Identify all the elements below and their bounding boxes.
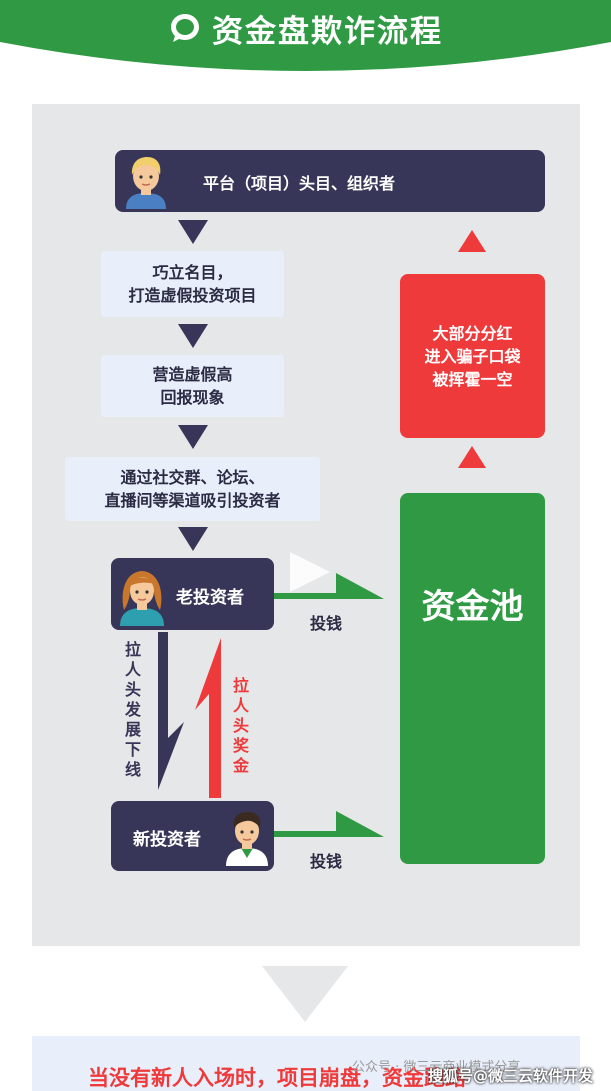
old-investor-label: 老投资者 [176, 588, 244, 608]
fund-pool-box: 资金池 [400, 493, 545, 864]
fund-pool-label: 资金池 [421, 587, 524, 627]
up-arrow-icon [458, 230, 486, 252]
invest-label-2: 投钱 [310, 852, 343, 871]
header: 资金盘欺诈流程 [0, 6, 611, 50]
invest-label-1: 投钱 [310, 614, 343, 633]
step-1-label: 巧立名目， 打造虚假投资项目 [128, 263, 257, 305]
down-arrow-icon [178, 527, 208, 551]
dividend-box: 大部分分红 进入骗子口袋 被挥霍一空 [400, 274, 545, 438]
step-2-label: 营造虚假高 回报现象 [152, 365, 233, 407]
organizer-avatar-icon [126, 157, 166, 209]
bonus-label: 拉人头奖金 [232, 676, 249, 775]
step-3-label: 通过社交群、论坛、 直播间等渠道吸引投资者 [104, 468, 281, 510]
new-investor-avatar-icon [226, 812, 268, 866]
step-box-3: 通过社交群、论坛、 直播间等渠道吸引投资者 [65, 457, 320, 521]
conclusion-panel [32, 1036, 580, 1091]
down-arrow-icon [178, 425, 208, 449]
recruit-down-arrow-icon [158, 632, 184, 790]
watermark-gray: 公众号 · 微三云商业模式分享 [352, 1060, 521, 1075]
header-banner [0, 0, 611, 71]
recruit-label: 拉人头发展下线 [124, 640, 141, 779]
new-investor-label: 新投资者 [133, 830, 201, 850]
old-investor-avatar-icon [120, 571, 164, 626]
organizer-label: 平台（项目）头目、组织者 [203, 174, 396, 193]
chat-bubble-icon [171, 14, 199, 42]
bottom-down-arrow-icon [262, 966, 348, 1022]
invest-arrow-icon [274, 811, 384, 837]
step-box-2: 营造虚假高 回报现象 [101, 355, 284, 417]
down-arrow-icon [178, 324, 208, 348]
down-arrow-icon [178, 220, 208, 244]
play-icon [290, 552, 330, 592]
old-investor-box: 老投资者 [111, 558, 274, 630]
conclusion-text: 当没有新人入场时，项目崩盘，资金跑路 [88, 1066, 466, 1090]
up-arrow-icon [458, 446, 486, 468]
page-title: 资金盘欺诈流程 [212, 13, 443, 50]
organizer-box: 平台（项目）头目、组织者 [115, 150, 545, 212]
dividend-label: 大部分分红 进入骗子口袋 被挥霍一空 [424, 323, 521, 389]
watermark-white: 搜狐号@微三云软件开发 [428, 1067, 594, 1085]
invest-arrow-icon [274, 573, 384, 599]
bonus-up-arrow-icon [195, 638, 221, 798]
step-box-1: 巧立名目， 打造虚假投资项目 [101, 251, 284, 317]
